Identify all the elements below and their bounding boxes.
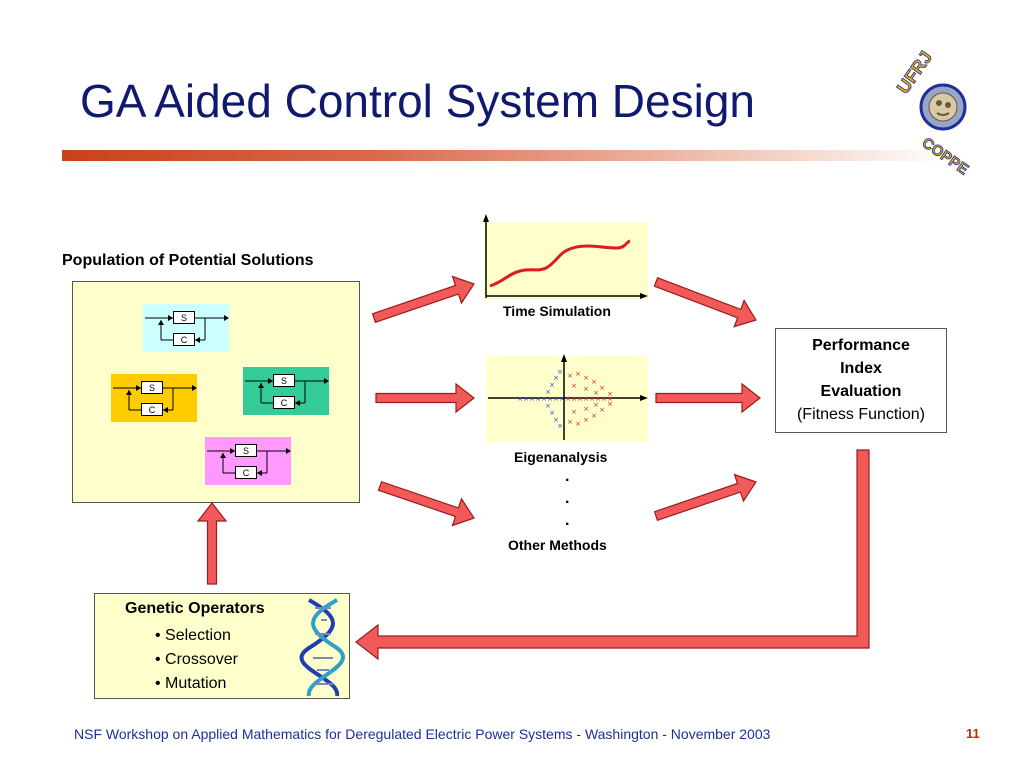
other-methods-caption: Other Methods [508,537,607,553]
eigenvalue-mark: × [559,395,565,403]
eigenvalue-mark: × [547,395,553,403]
dna-icon [299,598,345,697]
eigenvalue-mark: × [541,395,547,403]
controller-block-label: C [235,466,257,479]
time-response-curve [489,239,631,288]
eigenvalue-mark: × [575,370,581,378]
eigenvalue-mark: × [589,395,595,403]
performance-line-1: Performance [812,337,910,354]
flow-arrow [655,382,761,414]
eigenvalue-mark: × [583,395,589,403]
eigenvalue-mark: × [599,406,605,414]
flow-arrow [653,473,757,522]
genetic-operators-title: Genetic Operators [125,600,265,617]
loop-wiring [245,378,329,406]
fitness-function-label: (Fitness Function) [796,406,926,423]
performance-line-3: Evaluation [820,383,902,400]
eigenvalue-mark: × [583,405,589,413]
system-block-label: S [235,444,257,457]
flow-arrow [196,502,228,585]
system-block-label: S [141,381,163,394]
eigenvalue-mark: × [517,395,523,403]
eigenvalue-mark: × [553,416,559,424]
flow-arrow [653,277,757,328]
loop-wiring [207,448,291,476]
eigenvalue-mark: × [593,401,599,409]
ellipsis-dot-1: . [565,468,570,485]
performance-index-box: Performance Index Evaluation (Fitness Fu… [775,328,947,433]
flow-arrow [377,480,475,527]
eigenvalue-mark: × [557,422,563,430]
eigenvalue-mark: × [545,388,551,396]
eigenanalysis-plot: ××××××××××××××××××××××××××××××××××××××××… [486,354,648,442]
controller-block-label: C [173,333,195,346]
population-label: Population of Potential Solutions [62,252,314,269]
eigenvalue-mark: × [553,374,559,382]
eigenvalue-mark: × [571,408,577,416]
operator-mutation: • Mutation [155,675,227,692]
system-block-label: S [273,374,295,387]
eigenvalue-mark: × [557,368,563,376]
time-simulation-caption: Time Simulation [503,303,611,319]
genetic-operators-box: Genetic Operators • Selection • Crossove… [94,593,350,699]
slide-footer: NSF Workshop on Applied Mathematics for … [74,726,771,742]
eigenvalue-mark: × [583,416,589,424]
eigenvalue-mark: × [577,395,583,403]
eigenvalue-mark: × [571,382,577,390]
flow-arrow [371,275,475,324]
feedback-arrow [355,449,870,661]
eigenvalue-mark: × [553,395,559,403]
eigenvalue-mark: × [595,395,601,403]
performance-line-2: Index [840,360,882,377]
eigenvalue-mark: × [607,390,613,398]
loop-wiring [113,385,197,413]
eigenvalue-mark: × [523,395,529,403]
flow-arrow [375,382,475,414]
eigenvalue-mark: × [545,402,551,410]
eigenvalue-mark: × [599,384,605,392]
eigenvalue-mark: × [565,395,571,403]
slide-title: GA Aided Control System Design [80,75,755,127]
title-underline [62,150,950,161]
loop-wiring [145,315,229,343]
eigenvalue-mark: × [535,395,541,403]
eigenvalue-mark: × [607,395,613,403]
time-simulation-plot [483,214,648,300]
eigenvalue-mark: × [529,395,535,403]
eigenvalue-mark: × [601,395,607,403]
eigenvalue-mark: × [583,374,589,382]
eigenanalysis-caption: Eigenanalysis [514,449,608,465]
eigenvalue-mark: × [567,418,573,426]
eigenvalue-mark: × [571,395,577,403]
page-number: 11 [966,726,980,741]
system-block-label: S [173,311,195,324]
eigenvalue-mark: × [549,409,555,417]
eigenvalue-mark: × [591,378,597,386]
eigenvalue-mark: × [583,385,589,393]
eigenvalue-mark: × [607,400,613,408]
eigenvalue-mark: × [549,381,555,389]
eigenvalue-mark: × [591,412,597,420]
controller-block-label: C [141,403,163,416]
eigenvalue-mark: × [567,372,573,380]
operator-crossover: • Crossover [155,651,238,668]
eigenvalue-mark: × [575,420,581,428]
ellipsis-dot-3: . [565,512,570,529]
operator-selection: • Selection [155,627,231,644]
controller-block-label: C [273,396,295,409]
eigenvalue-mark: × [593,389,599,397]
ellipsis-dot-2: . [565,490,570,507]
